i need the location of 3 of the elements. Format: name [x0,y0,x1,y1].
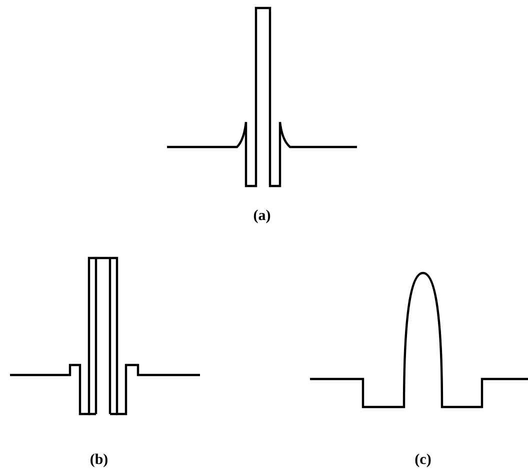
panel-label: (b) [90,452,108,469]
panel-label: (a) [253,208,271,225]
panel-label: (c) [414,452,432,469]
